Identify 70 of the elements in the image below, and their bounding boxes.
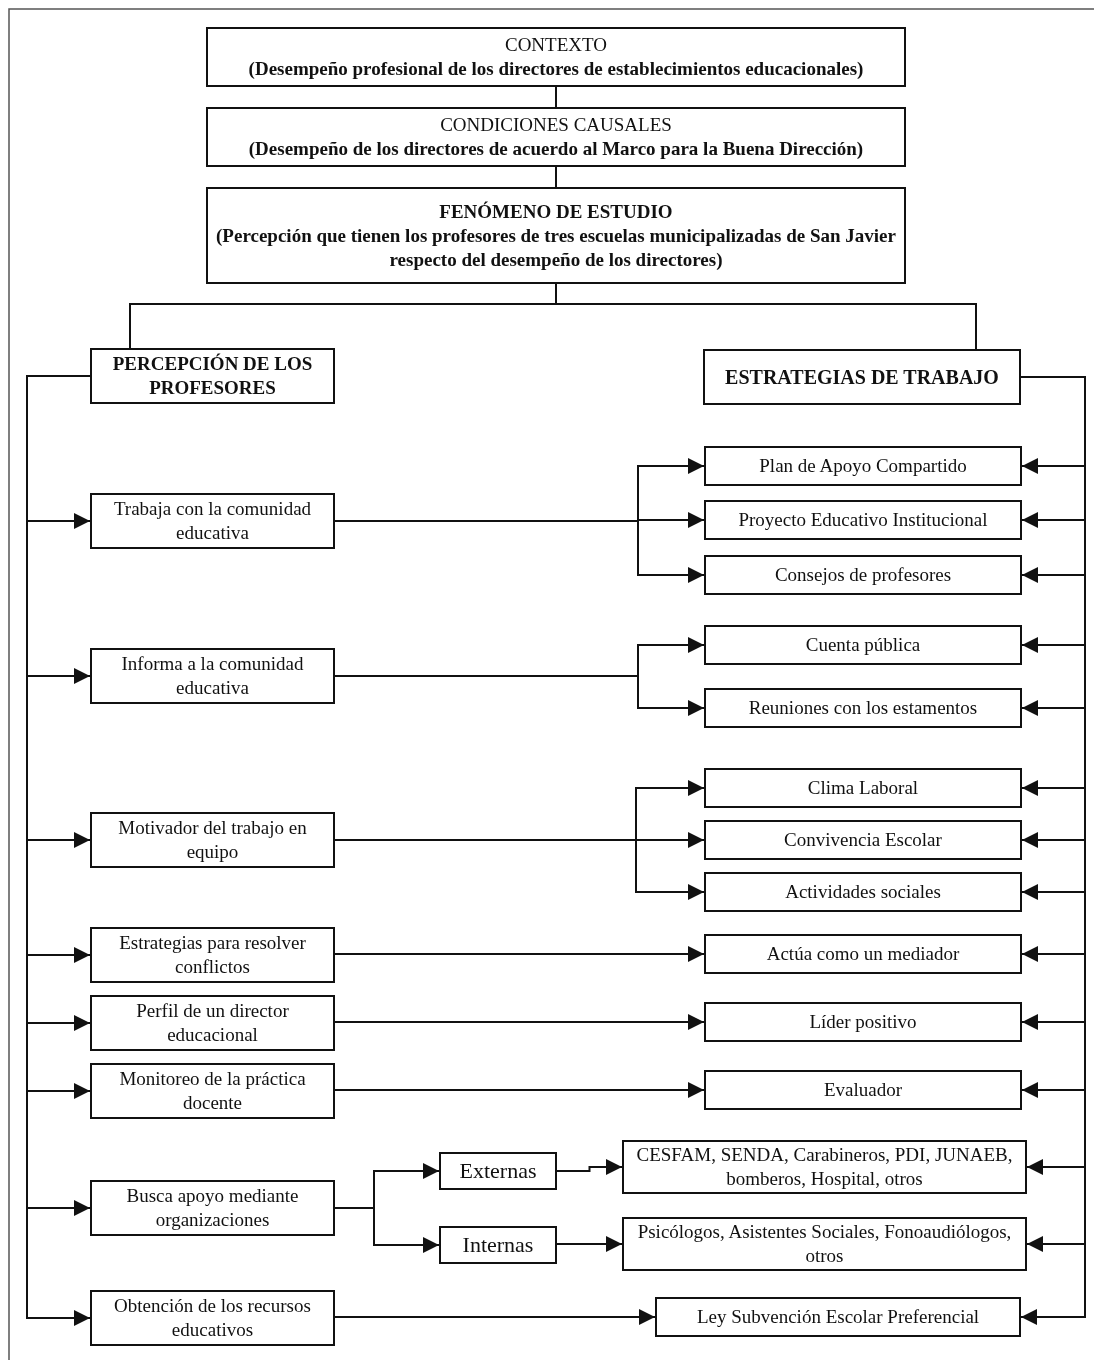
- process-box: [206, 107, 906, 167]
- box-label: ESTRATEGIAS DE TRABAJO: [725, 365, 999, 389]
- box-label: Ley Subvención Escolar Preferencial: [696, 1305, 980, 1329]
- box-label: Perfil de un director educacional: [135, 999, 290, 1047]
- box-label: Estrategias para resolver conflictos: [118, 931, 307, 979]
- process-box: [90, 1290, 335, 1346]
- process-box: [704, 555, 1022, 595]
- process-box: [622, 1140, 1027, 1194]
- process-box: [206, 27, 906, 87]
- process-box: [704, 446, 1022, 486]
- arrow: [334, 946, 705, 962]
- box-label: Externas: [459, 1159, 537, 1183]
- box-label: CESFAM, SENDA, Carabineros, PDI, JUNAEB, bomberos, Hospital, otros: [635, 1143, 1014, 1191]
- arrow: [334, 1207, 440, 1253]
- process-box: [439, 1226, 557, 1264]
- process-box: [90, 648, 335, 704]
- arrow: [334, 1014, 705, 1030]
- box-label: Informa a la comunidad educativa: [120, 652, 305, 700]
- box-label: Actúa como un mediador: [766, 942, 960, 966]
- box-label: Evaluador: [823, 1078, 903, 1102]
- box-label: Internas: [462, 1233, 534, 1257]
- process-box: [90, 1063, 335, 1119]
- process-box: [439, 1152, 557, 1190]
- box-label: Convivencia Escolar: [784, 828, 942, 852]
- box-label: Actividades sociales: [785, 880, 941, 904]
- process-box: [90, 348, 335, 404]
- box-subtitle: (Percepción que tienen los profesores de tres escuelas municipalizadas de San Javier respecto del desempeño de los directores): [216, 223, 896, 272]
- box-label: Clima Laboral: [807, 776, 919, 800]
- process-box: [206, 187, 906, 284]
- process-box: [704, 688, 1022, 728]
- box-subtitle: (Desempeño de los directores de acuerdo al Marco para la Buena Dirección): [248, 137, 864, 161]
- arrow: [334, 1309, 656, 1325]
- box-label: CONDICIONES CAUSALES: [440, 113, 672, 137]
- box-label: Psicólogos, Asistentes Sociales, Fonoaudiólogos, otros: [636, 1220, 1013, 1268]
- connector-line: [555, 86, 557, 108]
- process-box: [655, 1297, 1021, 1337]
- box-label: Cuenta pública: [805, 633, 921, 657]
- box-label: Trabaja con la comunidad educativa: [112, 497, 313, 545]
- process-box: [704, 768, 1022, 808]
- process-box: [90, 1180, 335, 1236]
- process-box: [622, 1217, 1027, 1271]
- process-box: [704, 872, 1022, 912]
- process-box: [704, 1002, 1022, 1042]
- arrow: [556, 1236, 623, 1252]
- box-label: FENÓMENO DE ESTUDIO: [439, 199, 673, 224]
- box-label: Líder positivo: [809, 1010, 917, 1034]
- process-box: [704, 934, 1022, 974]
- connector-line: [555, 166, 557, 188]
- box-label: Monitoreo de la práctica docente: [118, 1067, 307, 1115]
- box-label: Consejos de profesores: [774, 563, 952, 587]
- process-box: [704, 500, 1022, 540]
- box-label: Reuniones con los estamentos: [748, 696, 978, 720]
- process-box: [703, 349, 1021, 405]
- arrow: [556, 1159, 623, 1175]
- box-label: CONTEXTO: [504, 33, 607, 57]
- arrow: [334, 1082, 705, 1098]
- box-subtitle: (Desempeño profesional de los directores de establecimientos educacionales): [248, 57, 864, 81]
- box-label: PERCEPCIÓN DE LOS PROFESORES: [111, 352, 314, 400]
- box-label: Obtención de los recursos educativos: [113, 1294, 312, 1342]
- process-box: [90, 995, 335, 1051]
- process-box: [90, 927, 335, 983]
- box-label: Motivador del trabajo en equipo: [117, 816, 308, 864]
- process-box: [704, 820, 1022, 860]
- box-label: Busca apoyo mediante organizaciones: [125, 1184, 300, 1232]
- process-box: [90, 493, 335, 549]
- process-box: [704, 1070, 1022, 1110]
- process-box: [90, 812, 335, 868]
- process-box: [704, 625, 1022, 665]
- box-label: Proyecto Educativo Institucional: [738, 508, 988, 532]
- box-label: Plan de Apoyo Compartido: [759, 454, 967, 478]
